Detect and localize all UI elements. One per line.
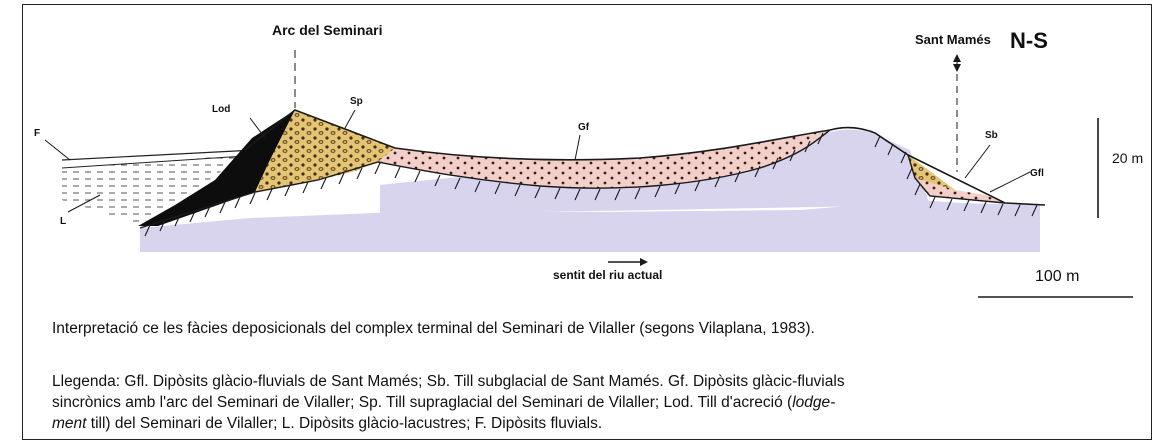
- arc-del-seminari-label: Arc del Seminari: [272, 22, 383, 38]
- orientation-label: N-S: [1010, 28, 1048, 54]
- sp-label: Sp: [350, 96, 363, 107]
- horizontal-scale-label: 100 m: [1035, 268, 1079, 286]
- l-label: L: [60, 216, 66, 227]
- lod-label: Lod: [212, 104, 230, 115]
- river-direction-label: sentit del riu actual: [553, 268, 662, 282]
- legend-line-2: sincrònics amb l'arc del Seminari de Vil…: [52, 392, 845, 413]
- sant-mames-label: Sant Mamés: [915, 32, 991, 47]
- legend-line-3: ment till) del Seminari de Vilaller; L. …: [52, 413, 845, 434]
- gf-label: Gf: [578, 122, 589, 133]
- legend-line-1: Llegenda: Gfl. Dipòsits glàcio-fluvials …: [52, 371, 845, 392]
- river-direction-arrow: [608, 258, 648, 266]
- interpretation-caption: Interpretació ce les fàcies deposicional…: [52, 318, 815, 339]
- legend-caption: Llegenda: Gfl. Dipòsits glàcio-fluvials …: [52, 371, 845, 434]
- vertical-scale-label: 20 m: [1112, 150, 1143, 166]
- f-label: F: [34, 128, 40, 139]
- sb-label: Sb: [985, 130, 998, 141]
- gfl-label: Gfl: [1030, 168, 1044, 179]
